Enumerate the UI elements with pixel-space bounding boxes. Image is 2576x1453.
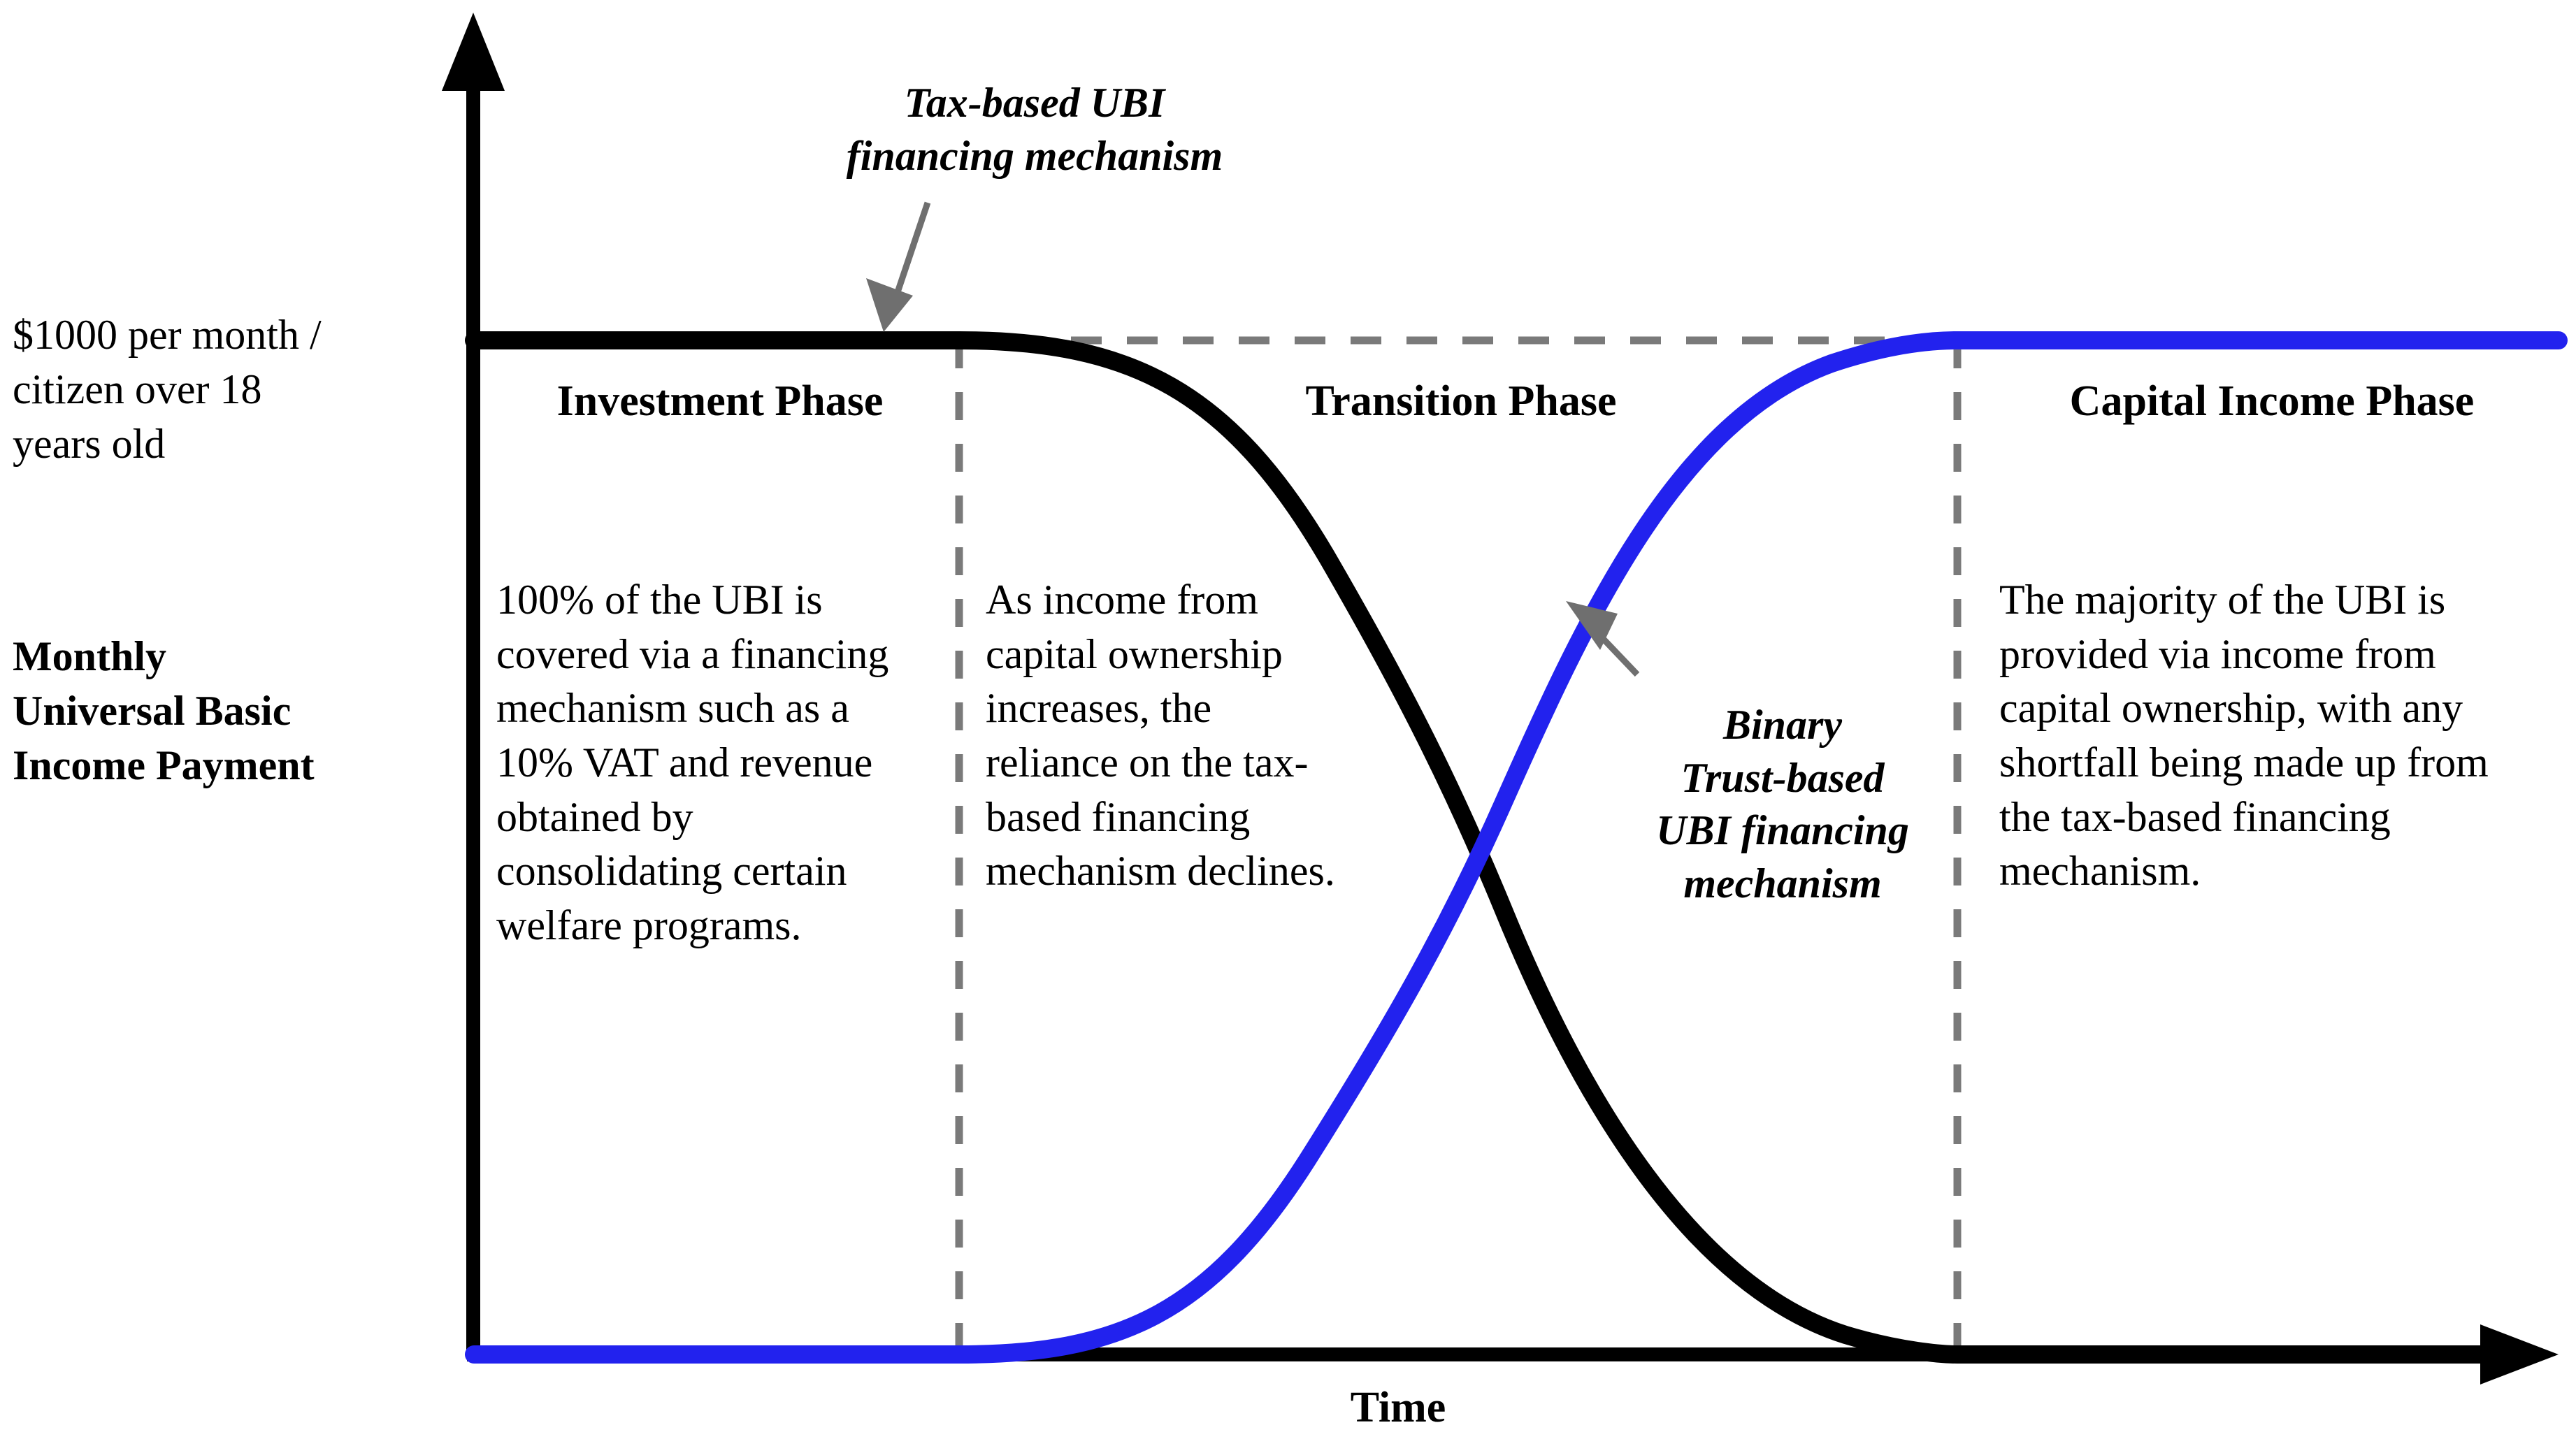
callout-binary-trust-financing: Binary Trust-based UBI financing mechani… bbox=[1656, 702, 1909, 906]
x-axis-arrowhead bbox=[2480, 1324, 2559, 1385]
x-axis-title: Time bbox=[1350, 1384, 1446, 1431]
phase-body-capital-income: The majority of the UBI is provided via … bbox=[1999, 577, 2499, 895]
phase-heading-capital-income: Capital Income Phase bbox=[2069, 377, 2475, 425]
binary-trust-curve bbox=[465, 331, 2568, 1364]
y-axis-arrowhead bbox=[442, 13, 505, 91]
annotation-arrow-binary bbox=[1566, 601, 1640, 677]
callout-tax-based-financing: Tax-based UBI financing mechanism bbox=[846, 80, 1223, 179]
phase-heading-transition: Transition Phase bbox=[1305, 377, 1617, 425]
phase-body-investment: 100% of the UBI is covered via a financi… bbox=[496, 577, 900, 949]
arrow-shaft-tax bbox=[891, 201, 931, 302]
annotation-arrow-tax bbox=[866, 201, 931, 332]
guide-lines bbox=[955, 336, 2559, 1354]
phase-body-transition: As income from capital ownership increas… bbox=[986, 577, 1335, 895]
phase-heading-investment: Investment Phase bbox=[556, 377, 884, 425]
y-axis-value-label: $1000 per month / citizen over 18 years … bbox=[13, 312, 322, 467]
y-axis-title: Monthly Universal Basic Income Payment bbox=[13, 633, 315, 788]
arrow-head-tax bbox=[866, 278, 913, 332]
arrow-head-binary bbox=[1566, 601, 1618, 650]
